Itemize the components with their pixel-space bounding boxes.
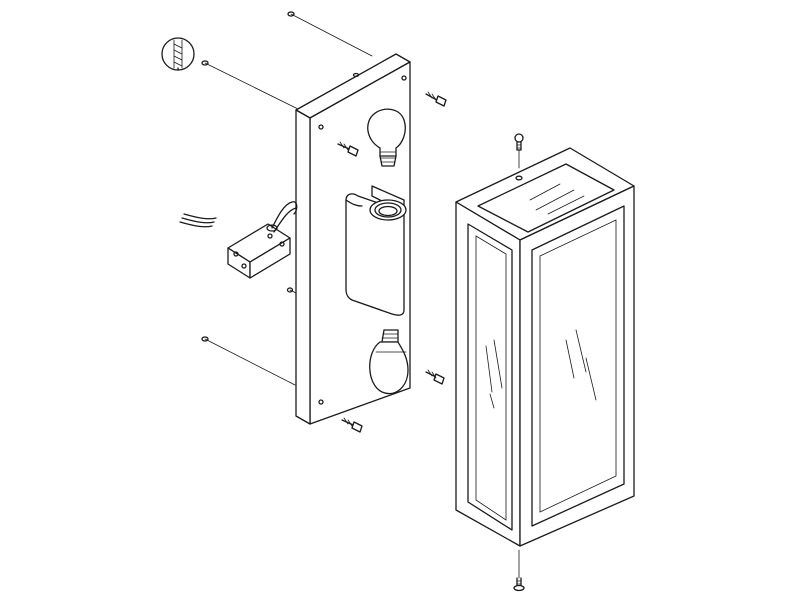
screw-icon [337,91,525,592]
wall-plug-icon [201,11,295,342]
reflector-icon [345,185,407,316]
cable-icon [179,201,298,233]
lantern-housing-icon [455,147,635,547]
junction-box-icon [227,223,291,279]
light-bulb-icon [369,329,409,395]
drill-detail-icon [161,37,195,71]
light-bulb-icon [367,108,406,167]
assembly-guide-lines [204,13,520,579]
